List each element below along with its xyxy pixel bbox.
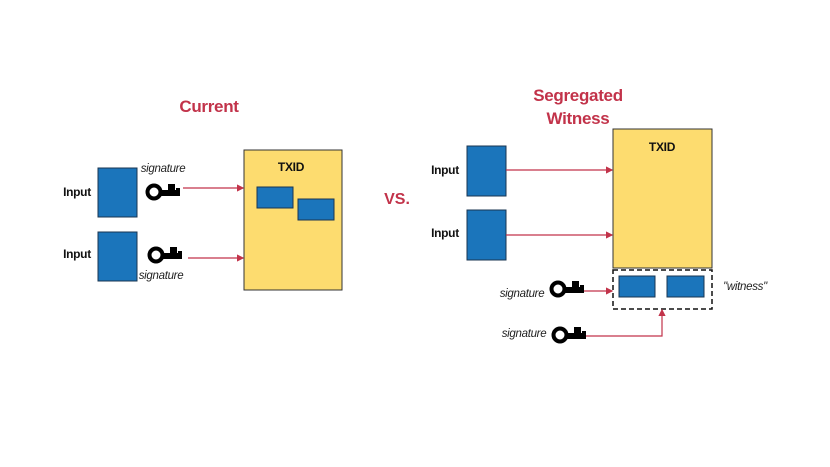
signature-label: signature xyxy=(138,270,184,282)
input-block-2 xyxy=(466,209,507,261)
input-label: Input xyxy=(431,226,459,240)
signature-block-1 xyxy=(256,186,294,209)
key-icon xyxy=(147,245,184,264)
signature-block-2 xyxy=(297,198,335,221)
input-label: Input xyxy=(63,247,91,261)
segwit-title-line1: Segregated xyxy=(533,86,623,105)
current-title: Current xyxy=(179,97,239,116)
input-label: Input xyxy=(431,163,459,177)
input-block-1 xyxy=(466,145,507,197)
input-label: Input xyxy=(63,185,91,199)
key-icon xyxy=(549,279,586,298)
signature-label: signature xyxy=(501,328,547,340)
witness-label: "witness" xyxy=(723,281,767,293)
arrow xyxy=(586,308,666,337)
txid-label: TXID xyxy=(277,160,305,174)
segwit-title-line2: Witness xyxy=(546,109,610,128)
vs-label: VS. xyxy=(384,191,410,208)
witness-block-1 xyxy=(618,275,656,298)
key-icon xyxy=(551,325,588,344)
signature-label: signature xyxy=(140,163,186,175)
signature-label: signature xyxy=(499,288,545,300)
input-block-1 xyxy=(97,167,138,218)
txid-label: TXID xyxy=(648,140,676,154)
tx-box xyxy=(612,128,713,269)
key-icon xyxy=(145,182,182,201)
input-block-2 xyxy=(97,231,138,282)
witness-block-2 xyxy=(666,275,705,298)
